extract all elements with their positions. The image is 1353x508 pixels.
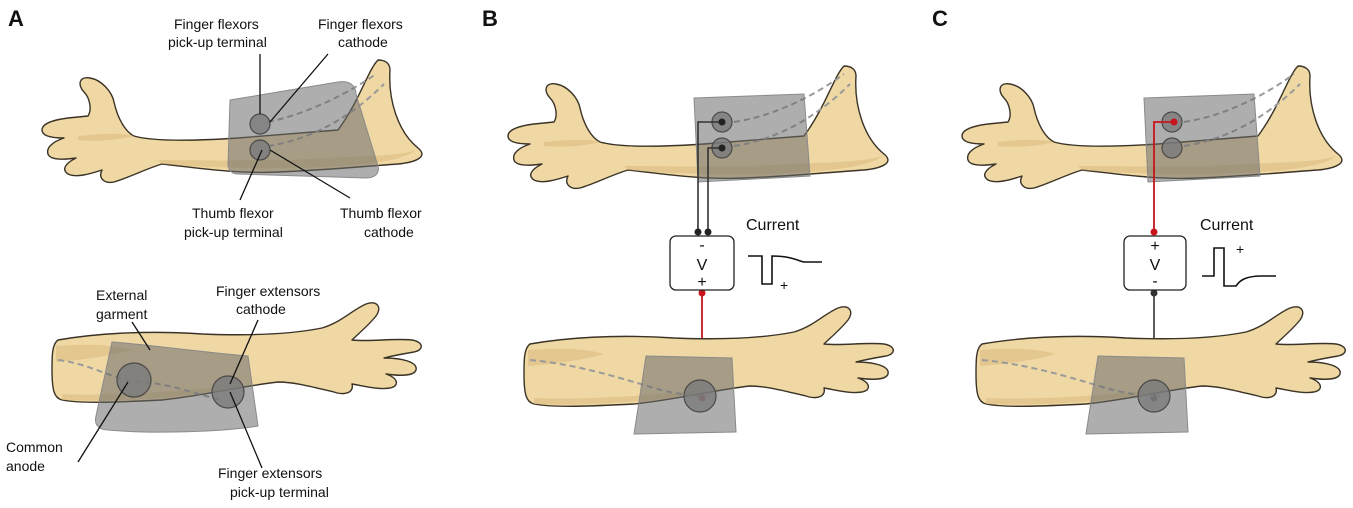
panel-c-anode-electrode [1138,380,1170,412]
panel-c-bottom-sign: - [1152,273,1157,290]
finger-flexors-electrode [250,114,270,134]
panel-a-letter: A [8,6,24,31]
label-finger-flexors-pickup-2: pick-up terminal [168,34,267,50]
label-finger-flexors-cathode-2: cathode [338,34,388,50]
finger-extensors-electrode [212,376,244,408]
label-common-anode-1: Common [6,439,63,455]
label-thumb-flexor-pickup-1: Thumb flexor [192,205,274,221]
thumb-flexor-electrode [250,140,270,160]
panel-b-top-sign: - [699,237,704,254]
label-finger-extensors-pickup-2: pick-up terminal [230,484,329,500]
panel-b-v-symbol: V [697,257,708,274]
label-finger-flexors-cathode-1: Finger flexors [318,16,403,32]
panel-c-top-sign: + [1150,238,1159,255]
panel-b-anode-electrode [684,380,716,412]
panel-c-forearm-top [962,66,1342,188]
panel-c-top-electrode-2 [1162,138,1182,158]
label-finger-extensors-cathode-1: Finger extensors [216,283,320,299]
label-thumb-flexor-pickup-2: pick-up terminal [184,224,283,240]
panel-a-top-garment [228,82,378,178]
panel-b-voltage-source: - V + [670,236,734,291]
label-finger-flexors-pickup-1: Finger flexors [174,16,259,32]
panel-c-voltage-source: + V - [1124,236,1186,290]
panel-b-bottom-sign: + [697,274,706,291]
label-common-anode-2: anode [6,458,45,474]
label-external-garment-1: External [96,287,147,303]
panel-c-wave-sign: + [1236,241,1244,257]
label-external-garment-2: garment [96,306,147,322]
panel-b-current-label: Current [746,217,800,234]
panel-c-v-symbol: V [1150,257,1161,274]
label-thumb-flexor-cathode-1: Thumb flexor [340,205,422,221]
panel-b-letter: B [482,6,498,31]
panel-c-current-label: Current [1200,217,1254,234]
panel-c-forearm-bottom [976,307,1345,434]
label-finger-extensors-pickup-1: Finger extensors [218,465,322,481]
panel-b-wave-sign: + [780,277,788,293]
label-thumb-flexor-cathode-2: cathode [364,224,414,240]
panel-b-forearm-bottom [524,307,893,434]
panel-a-forearm-top [42,60,422,182]
label-finger-extensors-cathode-2: cathode [236,301,286,317]
panel-c-letter: C [932,6,948,31]
